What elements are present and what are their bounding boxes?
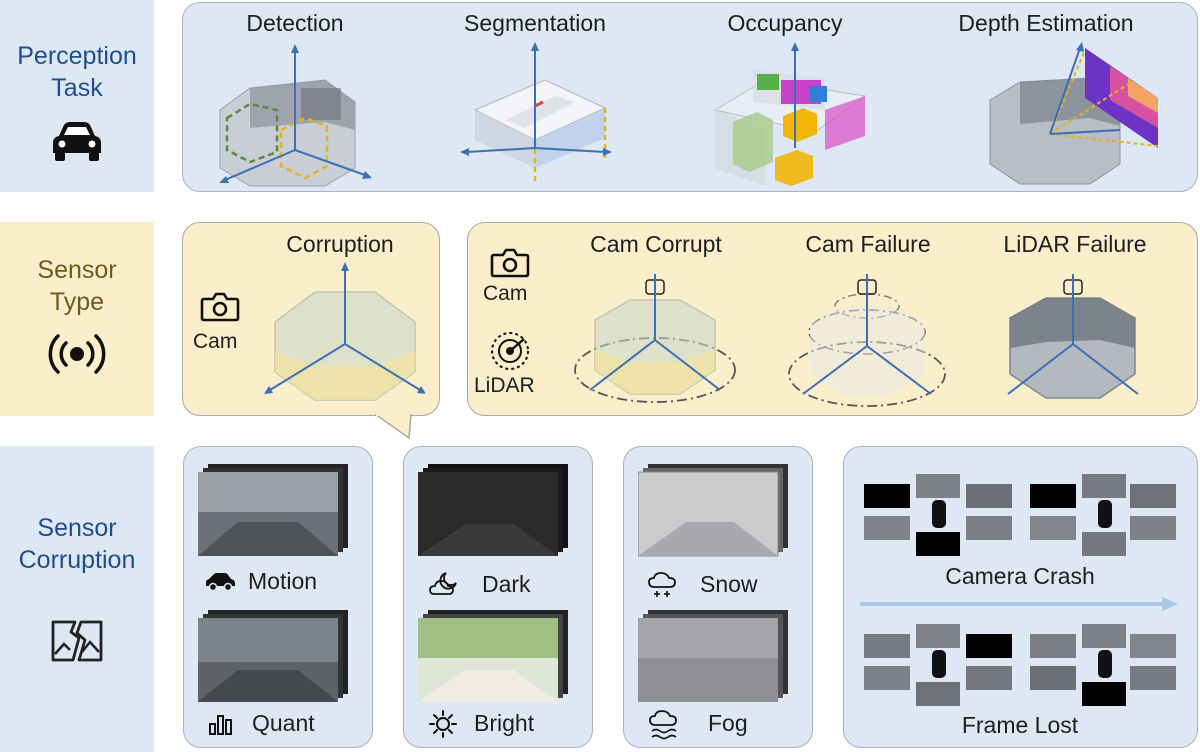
snow-cloud-icon	[648, 572, 676, 597]
sidebar-corruption-bg	[0, 446, 154, 752]
broken-image-icon	[51, 620, 103, 662]
snow-label: Snow	[700, 571, 758, 597]
fog-label: Fog	[708, 710, 748, 736]
occupancy-scene	[713, 42, 867, 186]
fog-image-stack	[638, 610, 788, 702]
cam-corrupt-scene	[574, 274, 736, 403]
sensor-title-line1: Sensor	[37, 256, 117, 284]
corruption-title-line2: Corruption	[18, 546, 136, 574]
cam-failure-label: Cam Failure	[805, 231, 931, 257]
task-occupancy-label: Occupancy	[727, 10, 843, 36]
sidebar-corruption: Sensor Corruption	[0, 512, 154, 666]
quant-label: Quant	[252, 710, 315, 736]
dark-image-stack	[418, 464, 568, 556]
task-detection-label: Detection	[246, 10, 344, 36]
depth-scene	[989, 42, 1159, 185]
car-side-icon	[206, 573, 235, 592]
segmentation-scene	[460, 42, 612, 185]
bright-image-stack	[418, 610, 568, 702]
frame-lost-label: Frame Lost	[961, 712, 1079, 738]
motion-image-stack	[198, 464, 348, 556]
corruption-title: Corruption	[286, 231, 394, 257]
bubble-tail	[375, 414, 412, 440]
task-segmentation-label: Segmentation	[464, 10, 606, 36]
sidebar-perception: Perception Task	[0, 40, 154, 164]
bright-label: Bright	[474, 710, 535, 736]
bar-chart-icon	[209, 715, 232, 735]
progress-arrow	[860, 597, 1178, 611]
lidar-failure-label: LiDAR Failure	[1003, 231, 1147, 257]
cam-label-right: Cam	[483, 282, 528, 305]
lidar-label: LiDAR	[474, 374, 535, 397]
frame-lost-grid	[864, 624, 1176, 706]
camera-icon	[200, 292, 240, 322]
dark-label: Dark	[482, 571, 531, 597]
task-depth-label: Depth Estimation	[958, 10, 1134, 36]
sidebar-perception-bg	[0, 0, 154, 192]
sun-icon	[429, 710, 457, 738]
perception-title-line1: Perception	[17, 42, 137, 70]
sidebar-sensor: Sensor Type	[0, 254, 154, 376]
perception-title-line2: Task	[51, 74, 103, 102]
cam-failure-scene	[788, 274, 946, 407]
detection-scene	[219, 44, 372, 187]
sensor-title-line2: Type	[49, 288, 105, 316]
corruption-title-line1: Sensor	[37, 514, 117, 542]
car-icon	[53, 122, 101, 161]
fog-cloud-icon	[649, 710, 677, 740]
camera-crash-label: Camera Crash	[945, 563, 1095, 589]
motion-label: Motion	[248, 568, 318, 594]
night-cloud-icon	[429, 572, 457, 595]
quant-image-stack	[198, 610, 348, 702]
lidar-icon	[491, 332, 529, 370]
radar-signal-icon	[48, 334, 106, 374]
camera-crash-grid	[864, 474, 1176, 556]
corruption-ring-scene	[264, 262, 425, 401]
lidar-failure-scene	[1007, 274, 1139, 399]
sidebar-sensor-bg	[0, 222, 154, 416]
cam-label-left: Cam	[193, 330, 238, 353]
camera-icon-right	[490, 248, 530, 278]
snow-image-stack	[638, 464, 788, 557]
cam-corrupt-label: Cam Corrupt	[590, 231, 722, 257]
